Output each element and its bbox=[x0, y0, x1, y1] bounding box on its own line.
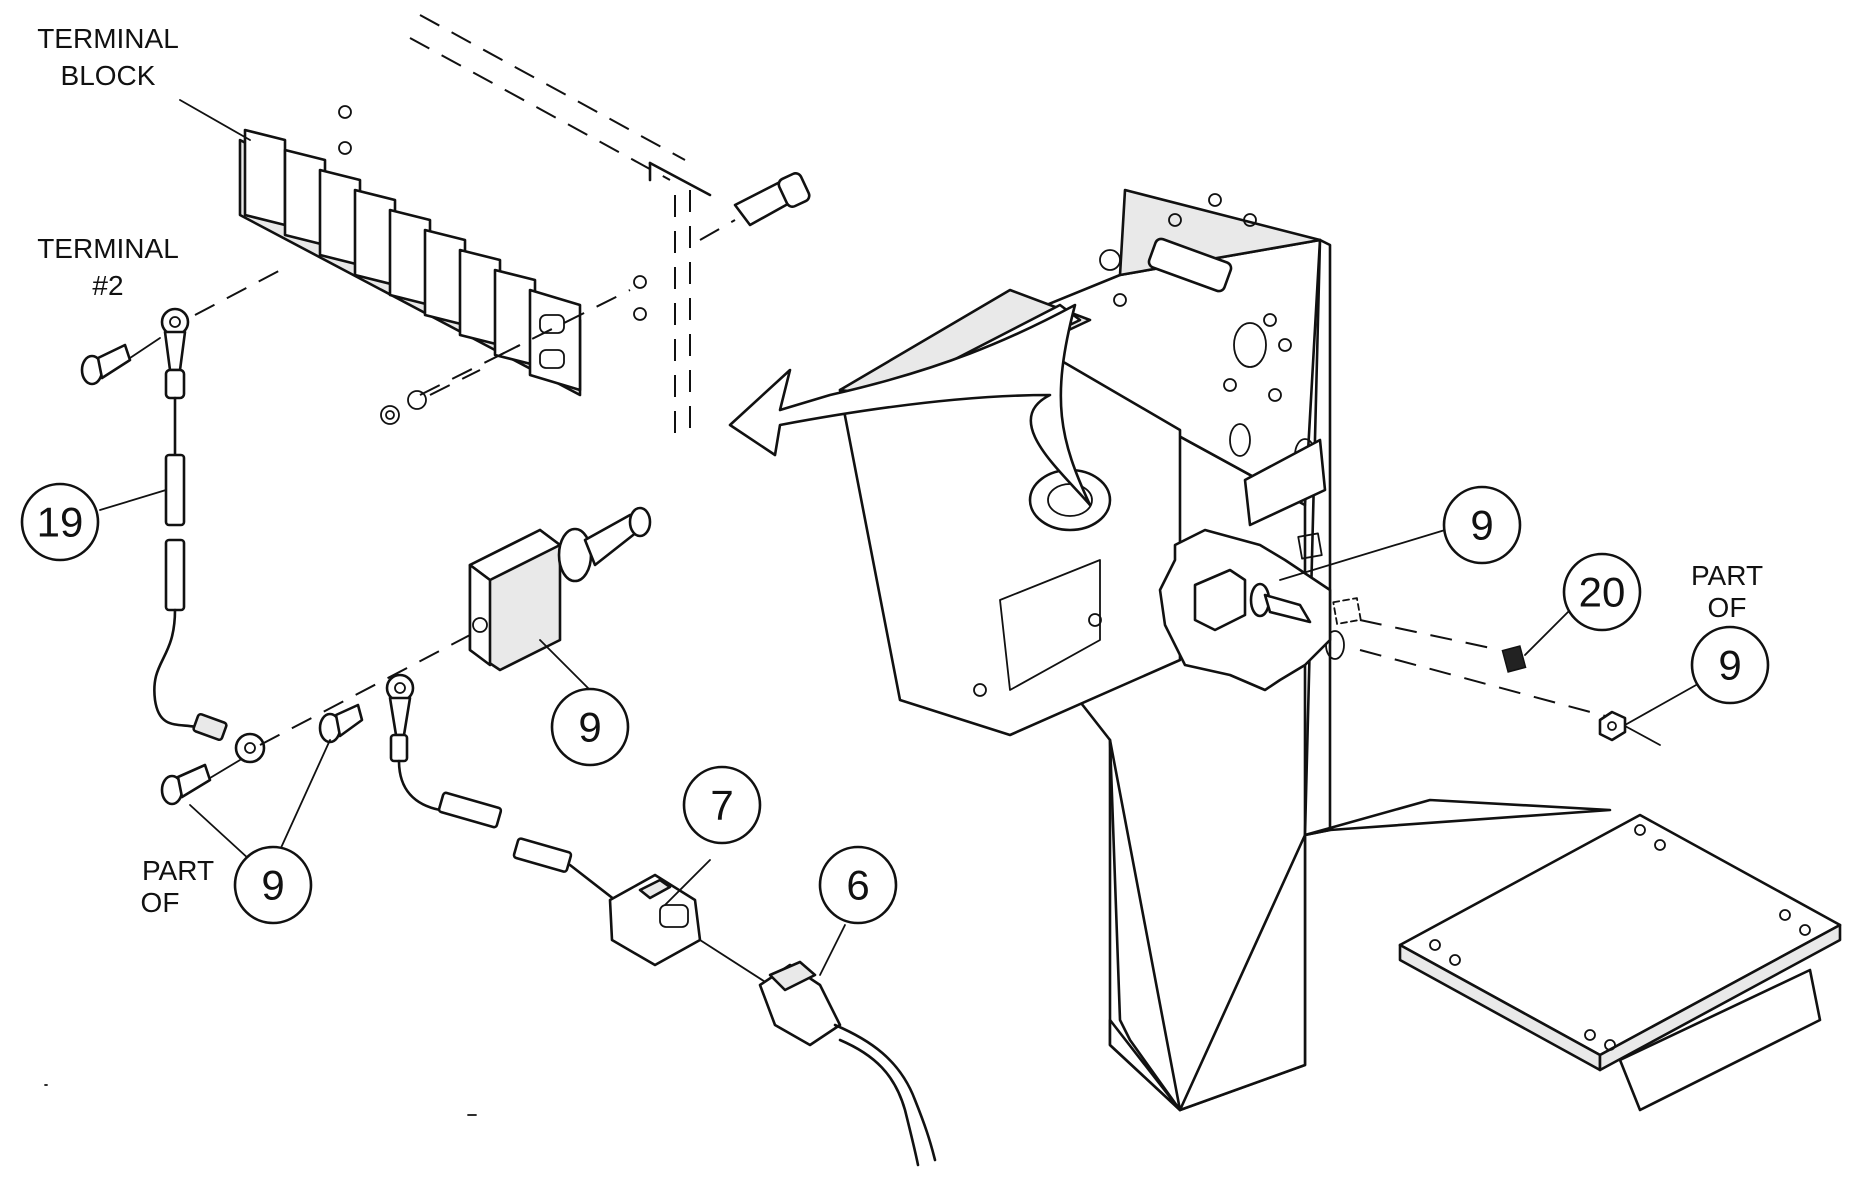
leader-20 bbox=[1524, 609, 1571, 656]
callout-9-nut: 9 bbox=[1690, 625, 1770, 705]
leader-9-panel bbox=[1279, 529, 1446, 581]
callout-7: 7 bbox=[682, 765, 762, 845]
callout-9-panel: 9 bbox=[1442, 485, 1522, 565]
terminal-block-leader bbox=[179, 99, 251, 141]
part-of-9-screw-left bbox=[160, 759, 241, 806]
svg-text:9: 9 bbox=[578, 704, 601, 751]
label-part-of-right-line1: PART bbox=[1691, 560, 1763, 591]
terminal-2-lug bbox=[160, 264, 291, 400]
leader-9-screws-b bbox=[279, 739, 331, 851]
callout-6: 6 bbox=[818, 845, 898, 925]
label-part-of-left-line2: OF bbox=[141, 887, 180, 918]
callout-9-screws: 9 bbox=[233, 845, 313, 925]
switch-alignment-line bbox=[259, 634, 471, 746]
svg-text:6: 6 bbox=[846, 862, 869, 909]
svg-text:9: 9 bbox=[261, 862, 284, 909]
item-9-nut bbox=[1598, 710, 1661, 746]
label-terminal-2-line1: TERMINAL bbox=[37, 233, 179, 264]
wire-19 bbox=[153, 396, 266, 764]
label-terminal-block-line1: TERMINAL bbox=[37, 23, 179, 54]
svg-text:19: 19 bbox=[37, 499, 84, 546]
detail-arrow bbox=[728, 303, 1092, 507]
leader-9-screws-a bbox=[189, 804, 251, 861]
svg-text:7: 7 bbox=[710, 782, 733, 829]
callout-19: 19 bbox=[20, 482, 100, 562]
terminal-block bbox=[238, 128, 631, 397]
leader-9-nut bbox=[1624, 679, 1706, 726]
label-terminal-2-line2: #2 bbox=[92, 270, 123, 301]
callout-20: 20 bbox=[1562, 552, 1642, 632]
toggle-switch bbox=[468, 506, 652, 691]
mounting-panel-edge bbox=[338, 14, 712, 440]
switch-wire-lug bbox=[385, 673, 415, 763]
svg-text:20: 20 bbox=[1579, 569, 1626, 616]
connector-7 bbox=[608, 873, 771, 986]
console-housing bbox=[838, 188, 1842, 1112]
label-part-of-left-line1: PART bbox=[142, 855, 214, 886]
leader-7 bbox=[664, 859, 711, 906]
leader-6 bbox=[819, 924, 846, 976]
label-part-of-right-line2: OF bbox=[1708, 592, 1747, 623]
label-terminal-block-line2: BLOCK bbox=[61, 60, 156, 91]
leader-19 bbox=[99, 489, 167, 511]
svg-text:9: 9 bbox=[1470, 502, 1493, 549]
item-20-spacer bbox=[1359, 619, 1621, 721]
wire-to-connector-7 bbox=[397, 759, 617, 902]
terminal-2-screw bbox=[80, 337, 161, 386]
panel-bolt bbox=[699, 172, 811, 241]
terminal-nut-washer bbox=[380, 369, 481, 425]
svg-text:9: 9 bbox=[1718, 642, 1741, 689]
detail-switch-plate bbox=[1158, 528, 1332, 692]
connector-6 bbox=[758, 960, 937, 1167]
callout-9-switch: 9 bbox=[550, 687, 630, 767]
